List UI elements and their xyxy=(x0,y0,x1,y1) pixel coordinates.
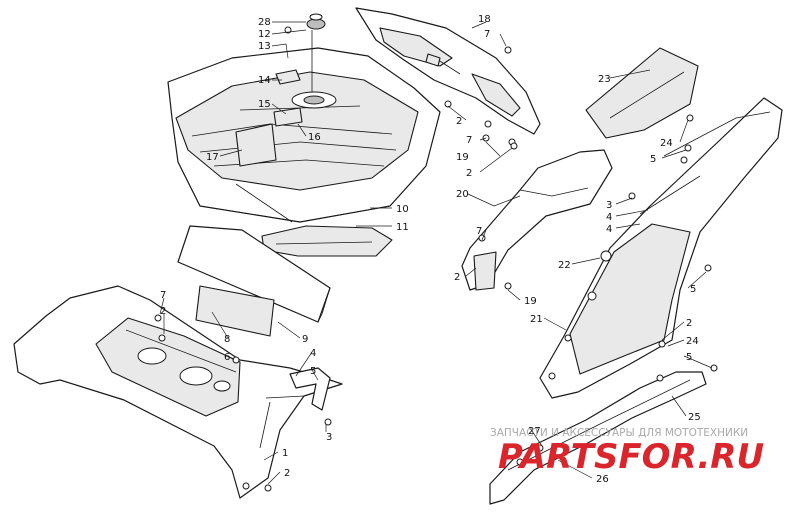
lower-console xyxy=(13,285,343,499)
tray-lid xyxy=(177,225,331,323)
callout: 17 xyxy=(206,152,219,163)
callout: 7 xyxy=(466,135,472,146)
callout: 2 xyxy=(454,272,460,283)
callout: 7 xyxy=(476,226,482,237)
callout: 14 xyxy=(258,75,271,86)
callout: 15 xyxy=(258,99,271,110)
callout: 26 xyxy=(596,474,609,485)
rear-fender-upper xyxy=(355,7,541,146)
footrest-panel xyxy=(489,371,707,505)
callout: 2 xyxy=(456,116,462,127)
callout: 5 xyxy=(310,366,316,377)
callout: 12 xyxy=(258,29,271,40)
storage-tub xyxy=(167,13,441,223)
watermark-tagline: ЗАПЧАСТИ И АКСЕССУАРЫ ДЛЯ МОТОТЕХНИКИ xyxy=(490,427,748,439)
callout: 11 xyxy=(396,222,409,233)
callout: 7 xyxy=(160,290,166,301)
callout: 5 xyxy=(690,284,696,295)
callout: 2 xyxy=(686,318,692,329)
watermark: ЗАПЧАСТИ И АКСЕССУАРЫ ДЛЯ МОТОТЕХНИКИ PA… xyxy=(490,427,764,477)
callout: 5 xyxy=(650,154,656,165)
callout: 19 xyxy=(456,152,469,163)
callout: 20 xyxy=(456,189,469,200)
callout: 2 xyxy=(160,306,166,317)
callout-labels: 28 12 13 14 15 16 17 10 11 18 7 2 7 19 2… xyxy=(160,14,701,485)
callout: 13 xyxy=(258,41,271,52)
callout: 4 xyxy=(606,212,612,223)
mounting-bracket xyxy=(289,367,331,411)
callout: 8 xyxy=(224,334,230,345)
side-guard xyxy=(585,47,699,139)
callout: 6 xyxy=(224,352,230,363)
callout: 1 xyxy=(282,448,288,459)
callout: 9 xyxy=(302,334,308,345)
callout: 3 xyxy=(606,200,612,211)
callout: 2 xyxy=(284,468,290,479)
callout: 4 xyxy=(606,224,612,235)
callout: 19 xyxy=(524,296,537,307)
callout: 18 xyxy=(478,14,491,25)
callout: 10 xyxy=(396,204,409,215)
callout: 2 xyxy=(466,168,472,179)
callout: 23 xyxy=(598,74,611,85)
callout: 7 xyxy=(484,29,490,40)
callout: 27 xyxy=(528,426,541,437)
watermark-logo: PARTSFOR.RU xyxy=(498,437,764,477)
callout: 22 xyxy=(558,260,571,271)
callout: 16 xyxy=(308,132,321,143)
fasteners xyxy=(154,26,718,492)
cover-panel xyxy=(195,285,275,337)
callout: 28 xyxy=(258,17,271,28)
callout: 3 xyxy=(326,432,332,443)
callout: 4 xyxy=(310,348,316,359)
callout: 21 xyxy=(530,314,543,325)
side-rail-right xyxy=(539,97,783,399)
callout: 5 xyxy=(686,352,692,363)
leader-lines xyxy=(159,21,713,485)
side-panel-left xyxy=(461,149,613,291)
callout: 25 xyxy=(688,412,701,423)
floor-mat xyxy=(261,225,393,257)
callout: 24 xyxy=(686,336,699,347)
callout: 24 xyxy=(660,138,673,149)
